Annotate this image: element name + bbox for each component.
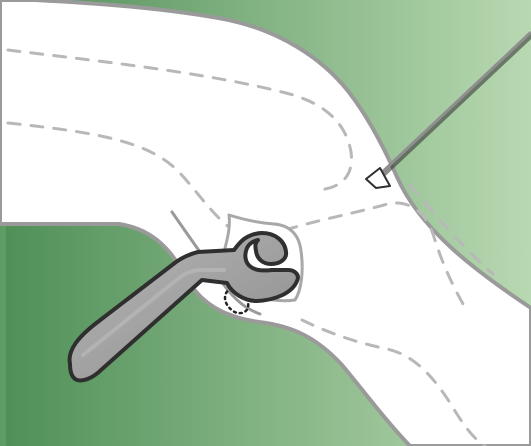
illustration-stage bbox=[0, 0, 531, 446]
knee-surgery-illustration bbox=[0, 0, 531, 446]
